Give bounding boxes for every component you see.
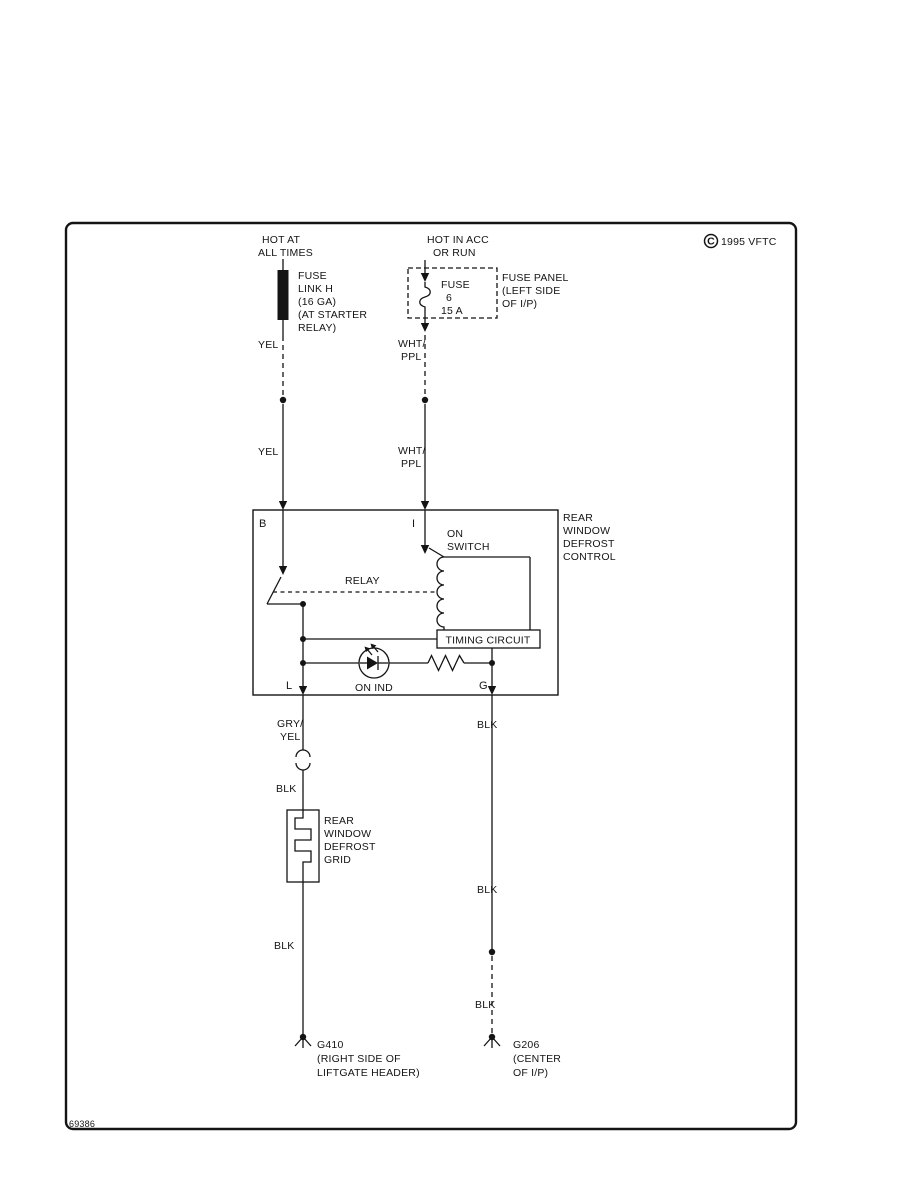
label-on-switch-1: ON (447, 528, 463, 540)
splice-dot-right (421, 396, 429, 404)
control-box (252, 509, 559, 696)
copyright-text: 1995 VFTC (721, 236, 777, 248)
fuse-panel-box (407, 267, 498, 319)
label-relay: RELAY (345, 575, 380, 587)
label-ground-g206-2: (CENTER (513, 1053, 561, 1065)
resistor (389, 653, 495, 673)
label-wire-whtppl-lower-1: WHT/ (398, 445, 426, 457)
led-triangle-icon (367, 656, 378, 670)
page-code: 69386 (69, 1119, 95, 1129)
label-ground-g410-2: (RIGHT SIDE OF (317, 1053, 401, 1065)
ground-branch-right: BLK BLK BLK G206 (CENTER OF I/P) (475, 695, 561, 1079)
page-border (64, 221, 798, 1131)
ground-g206-icon (483, 1033, 501, 1048)
grid-name-2: WINDOW (324, 828, 371, 840)
splice-dot-left (279, 396, 287, 404)
contact-arrow-b (278, 566, 288, 575)
internal-bus (298, 601, 437, 695)
label-ground-g410-1: G410 (317, 1039, 344, 1051)
fuse-link-symbol (277, 270, 289, 320)
timing-circuit-box (436, 629, 541, 649)
control-name-1: REAR (563, 512, 593, 524)
copyright: C 1995 VFTC (703, 233, 777, 249)
label-wire-blk-left-lower: BLK (274, 940, 294, 952)
label-fuse-link-5: RELAY) (298, 322, 336, 334)
on-switch: ON SWITCH (420, 510, 490, 558)
control-name-2: WINDOW (563, 525, 610, 537)
terminal-l-label: L (286, 680, 292, 692)
label-wire-blk-right-3: BLK (475, 999, 495, 1011)
wire-arrow-fuse-out (420, 323, 430, 332)
copyright-symbol: C (707, 236, 715, 248)
label-fuse-3: 15 A (441, 305, 463, 317)
terminal-g-label: G (479, 680, 488, 692)
defrost-grid-element (286, 809, 320, 883)
terminal-arrow-g (487, 686, 497, 695)
ground-g410-icon (294, 1033, 312, 1048)
contact-arrow-i (420, 545, 430, 554)
label-fuse-2: 6 (446, 292, 452, 304)
label-wire-yel-upper: YEL (258, 339, 278, 351)
label-wire-gryyel-2: YEL (280, 731, 300, 743)
label-hot-acc-1: HOT IN ACC (427, 234, 489, 246)
label-ground-g206-3: OF I/P) (513, 1067, 548, 1079)
label-on-ind: ON IND (355, 682, 393, 694)
label-hot-at-1: HOT AT (262, 234, 301, 246)
label-fuse-link-3: (16 GA) (298, 296, 336, 308)
fuse-symbol (419, 282, 431, 318)
label-fuse-link-4: (AT STARTER (298, 309, 367, 321)
wire-arrow-fuse-in (420, 273, 430, 282)
right-power-feed: HOT IN ACC OR RUN FUSE 6 15 A FUSE PANEL… (398, 234, 569, 510)
relay-contact (266, 510, 303, 605)
label-ground-g206-1: G206 (513, 1039, 540, 1051)
wire-arrow-b (278, 501, 288, 510)
label-fuse-1: FUSE (441, 279, 470, 291)
on-indicator-lamp: ON IND (355, 643, 393, 694)
label-fuse-panel-1: FUSE PANEL (502, 272, 569, 284)
label-wire-blk-right-2: BLK (477, 884, 497, 896)
label-wire-whtppl-upper-1: WHT/ (398, 338, 426, 350)
relay-coil: RELAY (273, 556, 531, 630)
terminal-arrow-l (298, 686, 308, 695)
label-wire-blk-left-upper: BLK (276, 783, 296, 795)
grid-name-1: REAR (324, 815, 354, 827)
control-name-4: CONTROL (563, 551, 616, 563)
label-fuse-panel-2: (LEFT SIDE (502, 285, 560, 297)
label-wire-whtppl-upper-2: PPL (401, 351, 421, 363)
grid-name-4: GRID (324, 854, 351, 866)
defrost-control-module: REAR WINDOW DEFROST CONTROL B I ON SWITC… (252, 509, 616, 696)
label-wire-yel-lower: YEL (258, 446, 278, 458)
timing-circuit: TIMING CIRCUIT (436, 629, 541, 695)
label-ground-g410-3: LIFTGATE HEADER) (317, 1067, 420, 1079)
control-name-3: DEFROST (563, 538, 615, 550)
label-timing-circuit: TIMING CIRCUIT (445, 635, 530, 647)
label-wire-gryyel-1: GRY/ (277, 718, 303, 730)
splice-dot-blk (488, 948, 496, 956)
label-fuse-link-2: LINK H (298, 283, 333, 295)
left-power-feed: HOT AT ALL TIMES FUSE LINK H (16 GA) (AT… (258, 234, 367, 510)
label-wire-whtppl-lower-2: PPL (401, 458, 421, 470)
terminal-b-label: B (259, 518, 267, 530)
wire-arrow-i (420, 501, 430, 510)
label-hot-at-2: ALL TIMES (258, 247, 313, 259)
defrost-grid-branch: GRY/ YEL BLK REAR WINDOW DEFROST GRID BL… (274, 695, 420, 1079)
terminal-i-label: I (412, 518, 415, 530)
label-wire-blk-right-1: BLK (477, 719, 497, 731)
inline-connector (295, 749, 311, 771)
grid-name-3: DEFROST (324, 841, 376, 853)
copyright-circle-icon (703, 233, 719, 249)
label-fuse-link-1: FUSE (298, 270, 327, 282)
label-fuse-panel-3: OF I/P) (502, 298, 537, 310)
label-hot-acc-2: OR RUN (433, 247, 476, 259)
label-on-switch-2: SWITCH (447, 541, 490, 553)
